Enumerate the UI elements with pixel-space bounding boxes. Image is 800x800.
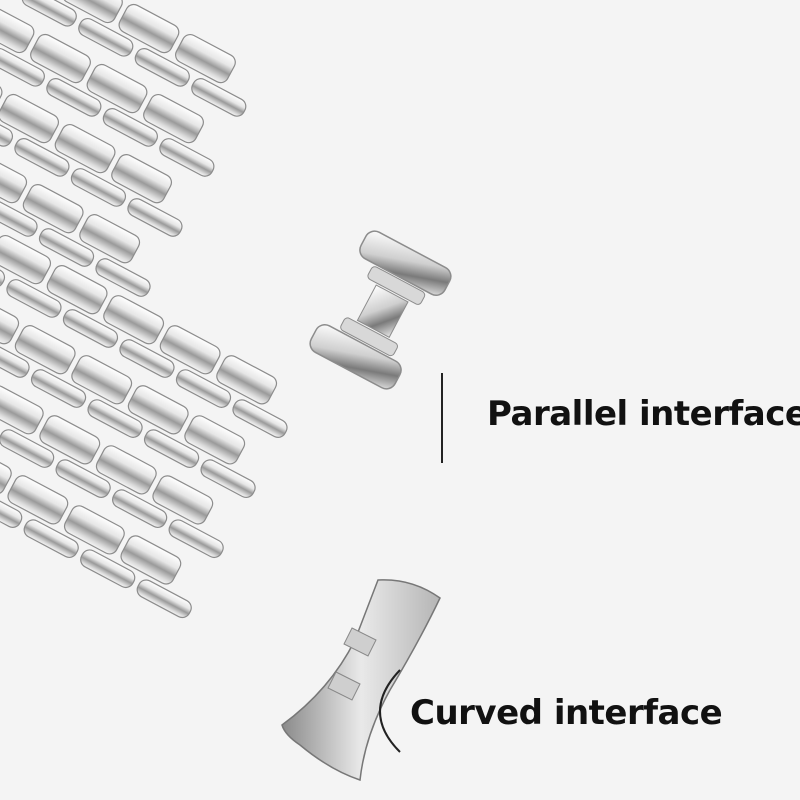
bracelet-link [184,415,246,465]
bracelet-link [23,519,79,558]
bracelet-link [46,78,102,117]
bracelet-link [95,258,151,297]
parallel-interface-label: Parallel interface [487,394,800,434]
bracelet-link [127,385,189,435]
bracelet-link [63,505,125,555]
bracelet-link [112,489,168,529]
bracelet-link [143,94,204,144]
bracelet-link [95,445,157,495]
bracelet-link [79,214,141,264]
bracelet-link [0,198,38,237]
bracelet-link [136,579,192,619]
bracelet-link [159,138,215,177]
bracelet-link [159,325,221,375]
bracelet-link [200,459,256,499]
bracelet-link [38,228,95,267]
lower-bracelet [0,234,288,619]
bracelet-link [0,47,45,87]
bracelet-link [119,339,175,378]
bracelet-link [175,369,232,408]
curved-marker-arc [379,669,401,753]
bracelet-link [14,138,70,177]
bracelet-link [143,429,200,468]
bracelet-link [232,399,288,438]
bracelet-link [39,415,101,465]
bracelet-link [55,459,111,498]
bracelet-link [62,0,123,24]
bracelet-link [127,198,183,237]
bracelet-link [0,93,60,144]
bracelet-link [0,234,52,285]
bracelet-link [216,355,278,405]
bracelet-link [0,445,12,495]
bracelet-link [14,325,76,375]
bracelet-link [0,249,6,288]
bracelet-link [0,429,55,468]
bracelet-link [21,0,77,27]
curved-interface-label: Curved interface [410,693,723,733]
curved-end-piece [281,579,441,782]
bracelet-link [0,339,30,378]
bracelet-link [46,265,108,315]
bracelet-link [0,153,28,204]
bracelet-link [103,295,165,345]
bracelet-link [78,17,134,57]
bracelet-link [30,33,91,84]
bracelet-link [80,549,136,589]
bracelet-link [102,108,158,147]
bracelet-link [6,279,62,318]
bracelet-link [0,3,35,54]
bracelet-link [175,33,236,84]
bracelet-link [118,3,180,54]
bracelet-link [71,355,133,405]
bracelet-link [152,475,214,525]
bracelet-link [120,535,182,585]
bracelet-link [86,63,148,114]
bracelet-link [134,48,190,87]
bracelet-link [7,475,69,525]
bracelet-link [54,123,116,174]
bracelet-link [62,309,119,348]
bracelet-link [22,184,84,234]
bracelet-link [30,369,87,408]
bracelet-link [0,108,14,147]
bracelet-link [168,519,224,559]
bracelet-link [191,78,247,117]
parallel-end-piece [309,230,452,390]
bracelet-link [0,489,23,528]
bracelet-link [111,154,173,204]
bracelet-link [87,399,143,438]
upper-bracelet [0,0,247,297]
bracelet-link [70,168,127,207]
bracelet-link [0,295,20,345]
bracelet-link [0,385,44,435]
